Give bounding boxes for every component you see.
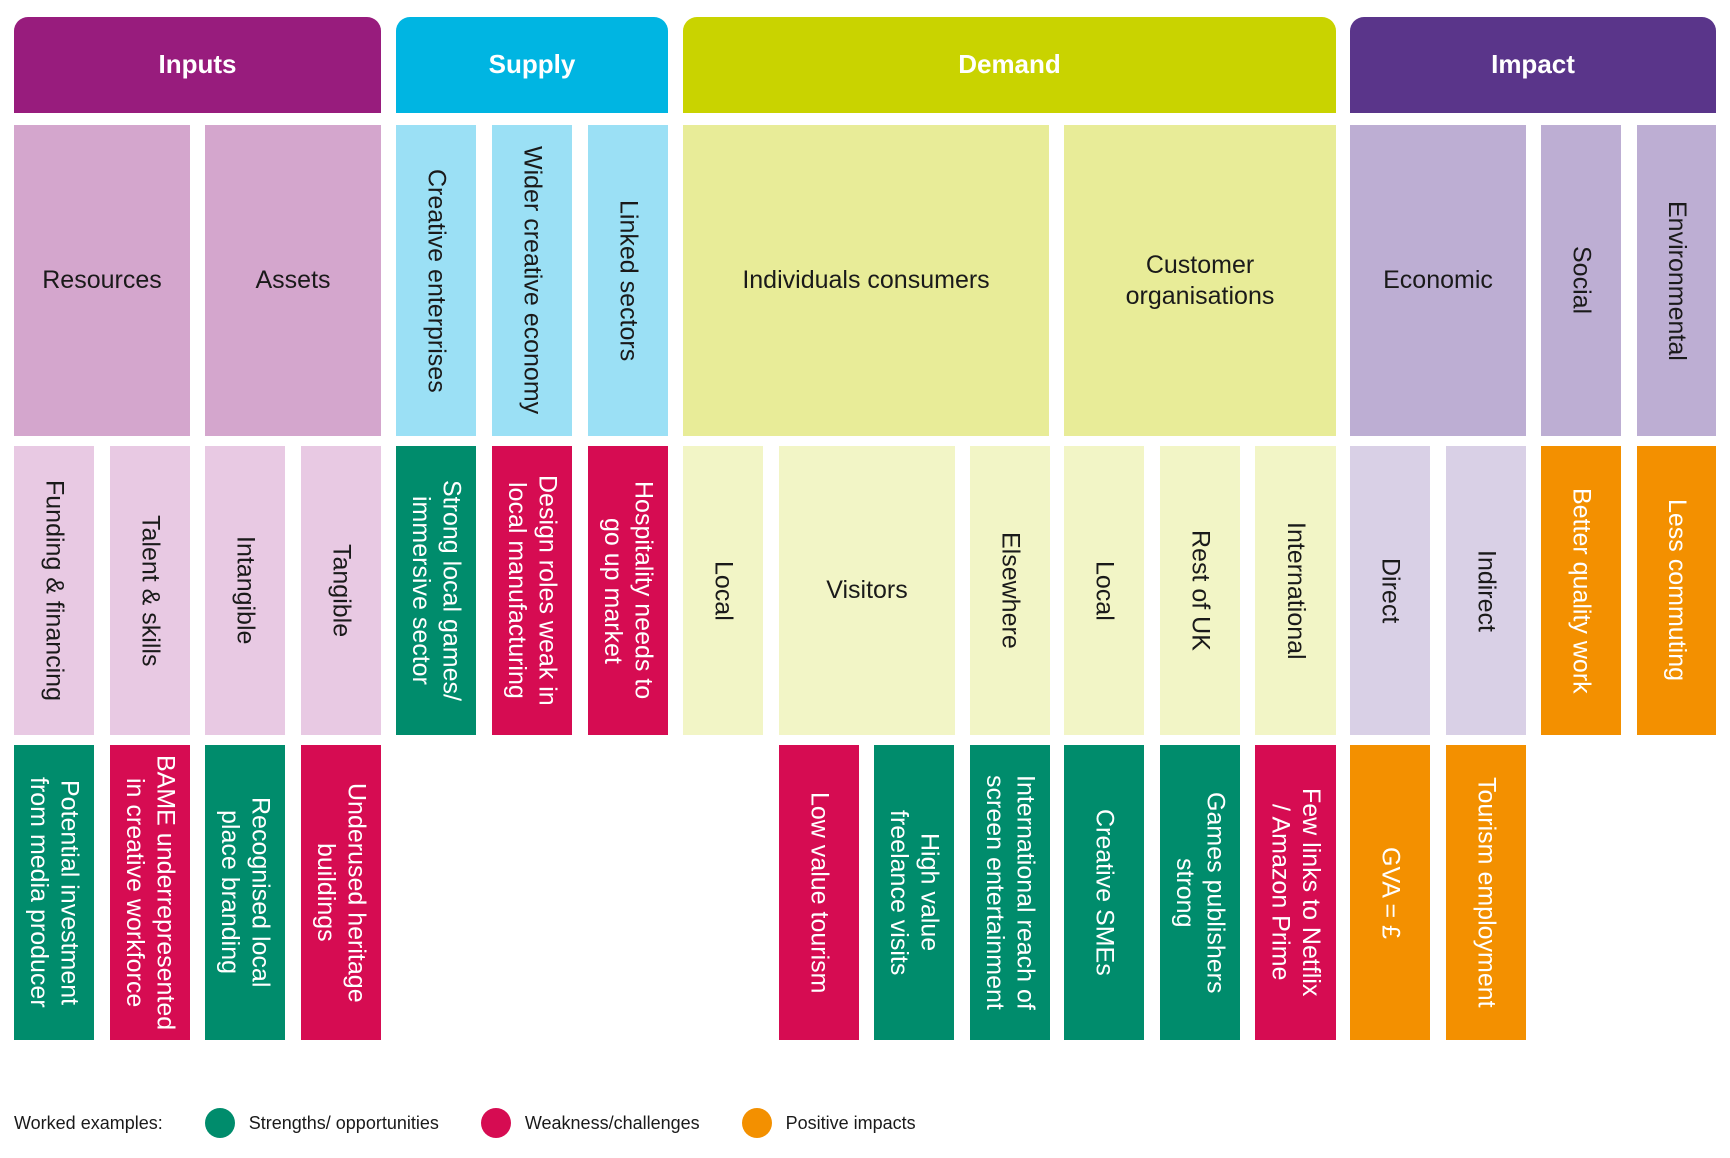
example-label: Games publishers strong: [1171, 791, 1230, 994]
subcategory-label: Talent & skills: [136, 514, 165, 667]
subcategory-indirect: Indirect: [1446, 446, 1526, 735]
subcategory-label: Rest of UK: [1186, 530, 1215, 651]
category-label: Individuals consumers: [742, 266, 990, 295]
example-label: High value freelance visits: [885, 809, 944, 976]
example-label: Tourism employment: [1472, 777, 1501, 1008]
legend-swatch-weaknesses: [480, 1108, 511, 1138]
legend: Worked examples: Strengths/ opportunitie…: [14, 1108, 916, 1138]
subcategory-direct: Direct: [1350, 446, 1430, 735]
legend-item-strengths: Strengths/ opportunities: [204, 1108, 439, 1138]
subcategory-label: Hospitality needs to go up market: [599, 481, 658, 700]
example-games-publishers-strong: Games publishers strong: [1160, 745, 1240, 1040]
example-label: BAME underrepresented in creative workfo…: [121, 754, 180, 1031]
legend-label-positive-impacts: Positive impacts: [785, 1112, 916, 1133]
subcategory-label: Local: [1090, 560, 1119, 621]
subcategory-local: Local: [1064, 446, 1144, 735]
subcategory-label: Visitors: [826, 576, 908, 605]
subcategory-funding-financing: Funding & financing: [14, 446, 94, 735]
example-gva: GVA = £: [1350, 745, 1430, 1040]
example-label: GVA = £: [1376, 846, 1405, 939]
category-label: Assets: [255, 266, 331, 295]
legend-item-positive-impacts: Positive impacts: [741, 1108, 916, 1138]
category-label: Environmental: [1662, 200, 1691, 361]
example-low-value-tourism: Low value tourism: [779, 745, 859, 1040]
header-label: Supply: [488, 49, 576, 80]
subcategory-rest-of-uk: Rest of UK: [1160, 446, 1240, 735]
example-label: International reach of screen entertainm…: [981, 775, 1040, 1010]
subcategory-elsewhere: Elsewhere: [970, 446, 1050, 735]
category-label: Social: [1567, 246, 1596, 315]
legend-label-weaknesses: Weakness/challenges: [524, 1112, 700, 1133]
category-social: Social: [1541, 125, 1621, 436]
header-supply: Supply: [396, 17, 668, 113]
example-international-reach-of-screen-entertainment: International reach of screen entertainm…: [970, 745, 1050, 1040]
subcategory-visitors: Visitors: [779, 446, 955, 735]
category-creative-enterprises: Creative enterprises: [396, 125, 476, 436]
subcategory-label: Less commuting: [1662, 499, 1691, 682]
subcategory-talent-skills: Talent & skills: [110, 446, 190, 735]
header-inputs: Inputs: [14, 17, 381, 113]
subcategory-label: Better quality work: [1567, 487, 1596, 694]
category-label: Wider creative economy: [518, 146, 547, 415]
subcategory-label: International: [1281, 521, 1310, 660]
example-few-links-to-netflix-amazon-prime: Few links to Netflix / Amazon Prime: [1255, 745, 1336, 1040]
header-demand: Demand: [683, 17, 1336, 113]
example-label: Few links to Netflix / Amazon Prime: [1266, 788, 1326, 997]
subcategory-design-roles-weak-in-local-manufacturing: Design roles weak in local manufacturing: [492, 446, 572, 735]
example-label: Recognised local place branding: [216, 797, 275, 988]
legend-swatch-positive-impacts: [741, 1108, 772, 1138]
category-label: Economic: [1383, 266, 1493, 295]
example-label: Underused heritage buildings: [312, 782, 371, 1003]
subcategory-international: International: [1255, 446, 1336, 735]
category-assets: Assets: [205, 125, 381, 436]
category-environmental: Environmental: [1637, 125, 1716, 436]
subcategory-intangible: Intangible: [205, 446, 285, 735]
subcategory-better-quality-work: Better quality work: [1541, 446, 1621, 735]
legend-label-strengths: Strengths/ opportunities: [248, 1112, 439, 1133]
subcategory-label: Indirect: [1472, 549, 1501, 632]
subcategory-label: Local: [709, 560, 738, 621]
header-impact: Impact: [1350, 17, 1716, 113]
legend-item-weaknesses: Weakness/challenges: [480, 1108, 700, 1138]
example-tourism-employment: Tourism employment: [1446, 745, 1526, 1040]
example-recognised-local-place-branding: Recognised local place branding: [205, 745, 285, 1040]
example-creative-smes: Creative SMEs: [1064, 745, 1144, 1040]
subcategory-less-commuting: Less commuting: [1637, 446, 1716, 735]
legend-title: Worked examples:: [14, 1112, 163, 1133]
subcategory-label: Strong local games/ immersive sector: [407, 480, 466, 701]
category-linked-sectors: Linked sectors: [588, 125, 668, 436]
subcategory-label: Intangible: [231, 536, 260, 645]
category-economic: Economic: [1350, 125, 1526, 436]
category-individuals-consumers: Individuals consumers: [683, 125, 1049, 436]
category-resources: Resources: [14, 125, 190, 436]
example-label: Creative SMEs: [1090, 809, 1119, 976]
category-customer-organisations: Customer organisations: [1064, 125, 1336, 436]
category-label: Creative enterprises: [422, 168, 451, 393]
category-label: Customer organisations: [1125, 251, 1275, 310]
header-label: Inputs: [158, 49, 237, 80]
subcategory-label: Tangible: [327, 543, 356, 638]
subcategory-label: Design roles weak in local manufacturing: [503, 475, 562, 706]
category-label: Resources: [42, 266, 162, 295]
subcategory-hospitality-needs-to-go-up-market: Hospitality needs to go up market: [588, 446, 668, 735]
example-high-value-freelance-visits: High value freelance visits: [874, 745, 954, 1040]
example-label: Low value tourism: [805, 791, 834, 994]
header-label: Impact: [1491, 49, 1575, 80]
example-label: Potential investment from media producer: [25, 777, 84, 1008]
subcategory-tangible: Tangible: [301, 446, 381, 735]
subcategory-local: Local: [683, 446, 763, 735]
subcategory-label: Direct: [1376, 557, 1405, 624]
legend-swatch-strengths: [204, 1108, 235, 1138]
subcategory-strong-local-games-immersive-sector: Strong local games/ immersive sector: [396, 446, 476, 735]
subcategory-label: Funding & financing: [40, 480, 69, 701]
header-label: Demand: [958, 49, 1061, 80]
subcategory-label: Elsewhere: [996, 532, 1025, 649]
example-bame-underrepresented-in-creative-workforce: BAME underrepresented in creative workfo…: [110, 745, 190, 1040]
category-wider-creative-economy: Wider creative economy: [492, 125, 572, 436]
example-underused-heritage-buildings: Underused heritage buildings: [301, 745, 381, 1040]
example-potential-investment-from-media-producer: Potential investment from media producer: [14, 745, 94, 1040]
category-label: Linked sectors: [614, 199, 643, 362]
